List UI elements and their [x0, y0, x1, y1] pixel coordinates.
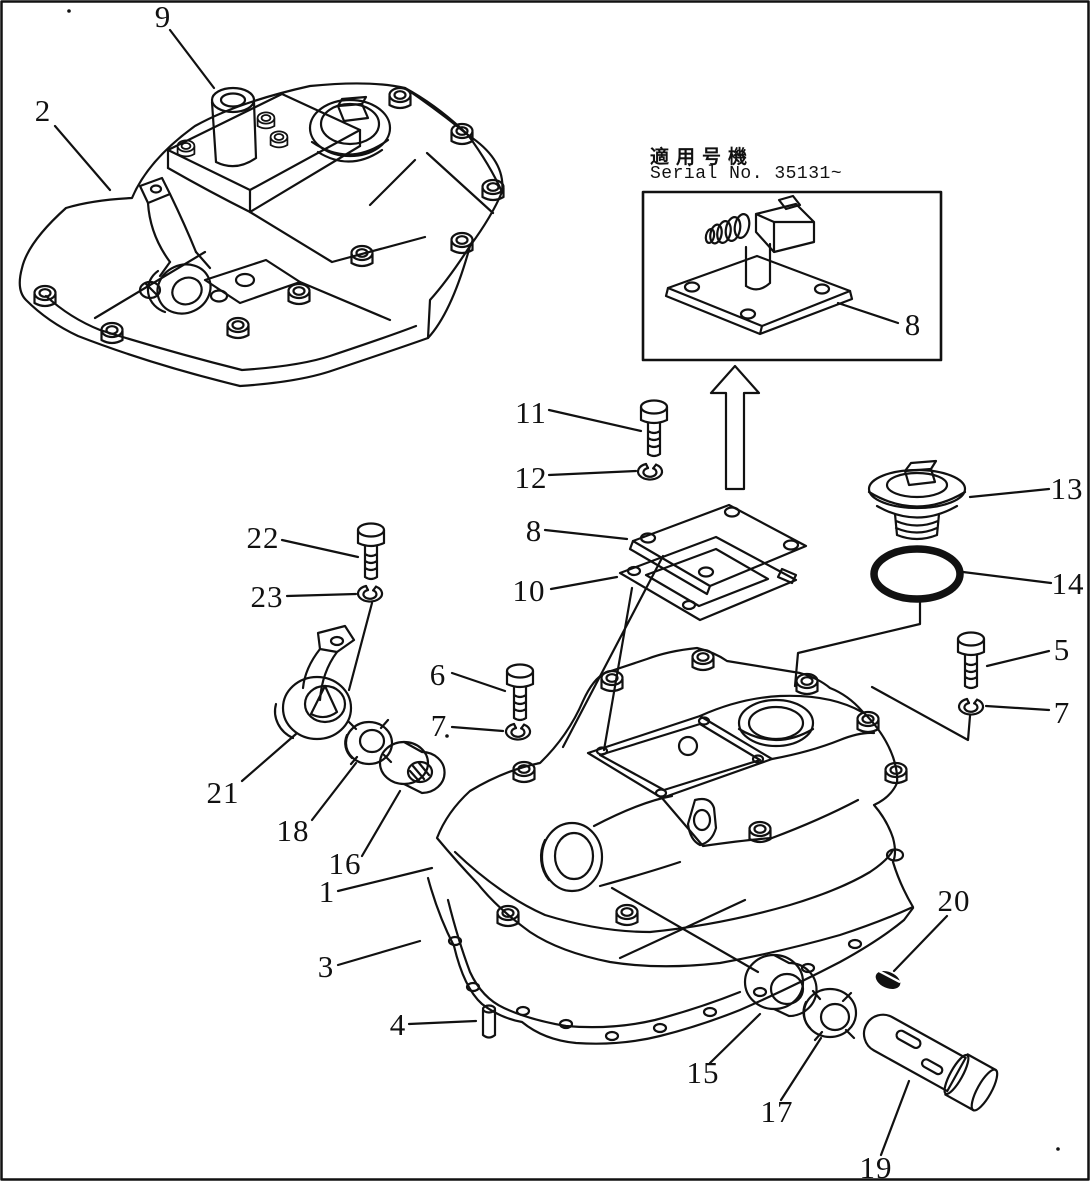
leaders-right [961, 487, 1053, 712]
callout-3: 3 [317, 949, 335, 984]
callout-1: 1 [318, 874, 336, 909]
part-7-lock-washer-left [504, 722, 532, 741]
housing-pivot-bracket [686, 797, 718, 847]
callout-16: 16 [328, 846, 362, 881]
serial-inset-box [641, 190, 943, 362]
cover-plug-boss [308, 95, 392, 163]
part-9-tube [210, 86, 258, 168]
part-17-bearing [802, 987, 858, 1042]
inset-part-8-valve-plate [664, 194, 900, 336]
callout-20: 20 [937, 883, 971, 918]
callout-7: 7 [1053, 695, 1071, 730]
part-19-shaft [862, 1013, 999, 1112]
callout-10: 10 [512, 573, 546, 608]
callout-12: 12 [514, 460, 548, 495]
part-22-bolt [356, 522, 386, 581]
housing-filler-neck [698, 694, 876, 761]
callout-7: 7 [430, 708, 448, 743]
callout-22: 22 [246, 520, 280, 555]
part-11-bolt [639, 399, 669, 458]
leader-5-7-bracket [870, 685, 972, 742]
callout-9: 9 [154, 0, 172, 34]
print-specks [67, 9, 1060, 1151]
leaders-mid [543, 408, 643, 591]
callout-15: 15 [686, 1055, 720, 1090]
part-7-lock-washer-right [957, 697, 985, 716]
callout-5: 5 [1053, 632, 1071, 667]
part-14-o-ring [870, 545, 964, 603]
part-18-bearing [344, 718, 394, 766]
part-21-lever [273, 624, 356, 741]
part-13-filler-cap [867, 459, 967, 541]
cover-pad [203, 258, 302, 305]
callout-6: 6 [429, 657, 447, 692]
callout-11: 11 [515, 395, 547, 430]
leader-oring-to-neck [793, 599, 922, 688]
callout-8: 8 [525, 513, 543, 548]
leader-bore-to-seal [610, 886, 760, 974]
up-arrow [709, 364, 761, 491]
part-2-cover-assembly [18, 82, 505, 388]
callout-2: 2 [34, 93, 52, 128]
part-15-seal [743, 953, 818, 1018]
leaders-misc [53, 28, 478, 1026]
part-1-main-housing [435, 646, 915, 974]
left-parts [240, 522, 535, 858]
leader-inset-8 [836, 301, 900, 325]
cover-bracket [138, 176, 212, 315]
inset-serial-label: Serial No. 35131~ [650, 164, 843, 184]
callout-14: 14 [1051, 566, 1085, 601]
part-4-pin [481, 1004, 497, 1039]
part-5-bolt [956, 631, 986, 690]
right-parts [793, 459, 1053, 742]
inset-applicable-label: 適用号機 [650, 146, 755, 168]
part-3-gasket [426, 876, 915, 1045]
part-16-collar [378, 740, 446, 795]
housing-bore [539, 794, 682, 893]
leaders-left [240, 538, 507, 858]
callout-8: 8 [904, 307, 922, 342]
leaders-bottom-right [708, 914, 949, 1157]
part-12-lock-washer [636, 462, 664, 481]
part-6-bolt [505, 663, 535, 722]
part-10-gasket [618, 535, 798, 622]
callout-23: 23 [250, 579, 284, 614]
part-23-lock-washer [356, 584, 384, 603]
part-8-cover-plate [628, 503, 808, 596]
housing-pad [586, 714, 774, 800]
callout-4: 4 [389, 1007, 407, 1042]
callout-17: 17 [760, 1094, 794, 1129]
callout-13: 13 [1050, 471, 1084, 506]
callout-19: 19 [859, 1150, 893, 1181]
callout-18: 18 [276, 813, 310, 848]
callout-21: 21 [206, 775, 240, 810]
part-20-key [875, 970, 901, 990]
bottom-right-parts [708, 914, 999, 1157]
